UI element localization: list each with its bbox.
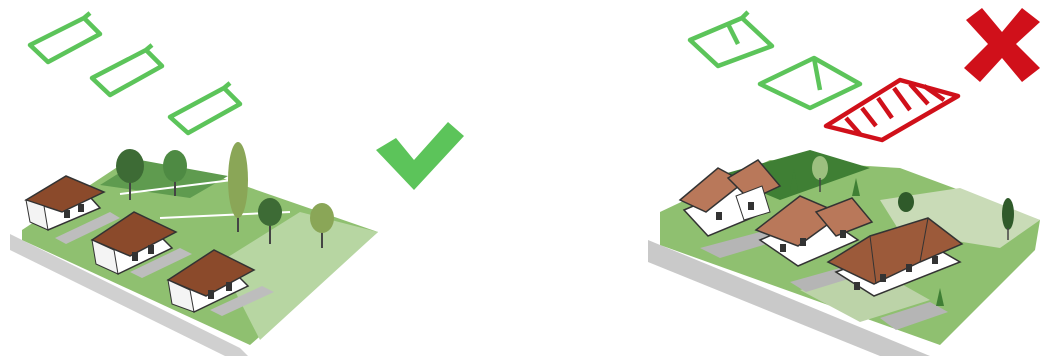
- tree: [116, 149, 144, 183]
- tree: [310, 203, 334, 233]
- check-icon: [376, 122, 464, 190]
- x-icon: [964, 8, 1040, 82]
- tree: [898, 192, 914, 212]
- panel-bad: [648, 8, 1040, 356]
- tree: [228, 142, 248, 218]
- roof-outline: [170, 83, 240, 133]
- roof-outline: [30, 13, 100, 62]
- tree: [258, 198, 282, 226]
- tree: [812, 156, 828, 180]
- roof-outlines: [30, 13, 240, 133]
- roof-outline: [690, 12, 772, 66]
- tree: [163, 150, 187, 182]
- roof-outlines: [690, 12, 860, 108]
- tree: [1002, 198, 1014, 230]
- roof-outline: [760, 58, 860, 108]
- roof-outline: [92, 45, 162, 95]
- panel-good: [10, 13, 464, 356]
